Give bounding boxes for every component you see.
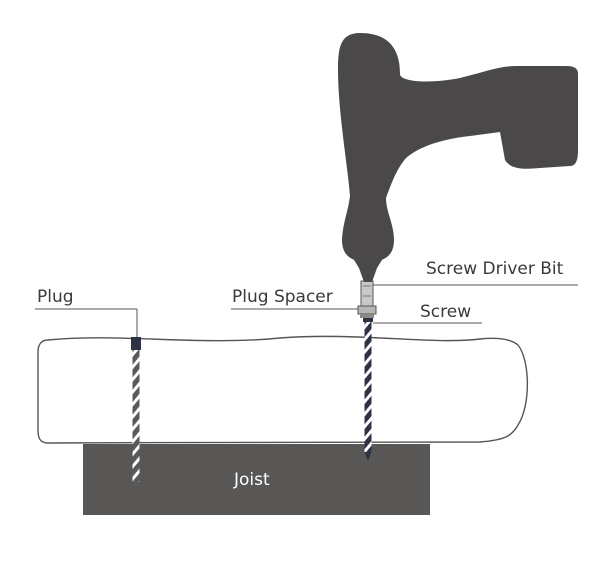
deck-board xyxy=(37,335,529,444)
plug-screw xyxy=(132,350,140,487)
plug-label: Plug xyxy=(37,287,74,307)
joist xyxy=(83,444,430,515)
screw-driver-bit-label: Screw Driver Bit xyxy=(426,259,564,279)
plug-spacer-label: Plug Spacer xyxy=(232,287,333,307)
plug-spacer-icon xyxy=(357,305,377,318)
joist-label: Joist xyxy=(234,470,270,490)
screw-label: Screw xyxy=(420,302,472,322)
screw xyxy=(363,318,373,461)
cordless-drill-icon xyxy=(338,33,578,282)
plug xyxy=(131,337,141,350)
screw-driver-bit-icon xyxy=(360,280,374,307)
